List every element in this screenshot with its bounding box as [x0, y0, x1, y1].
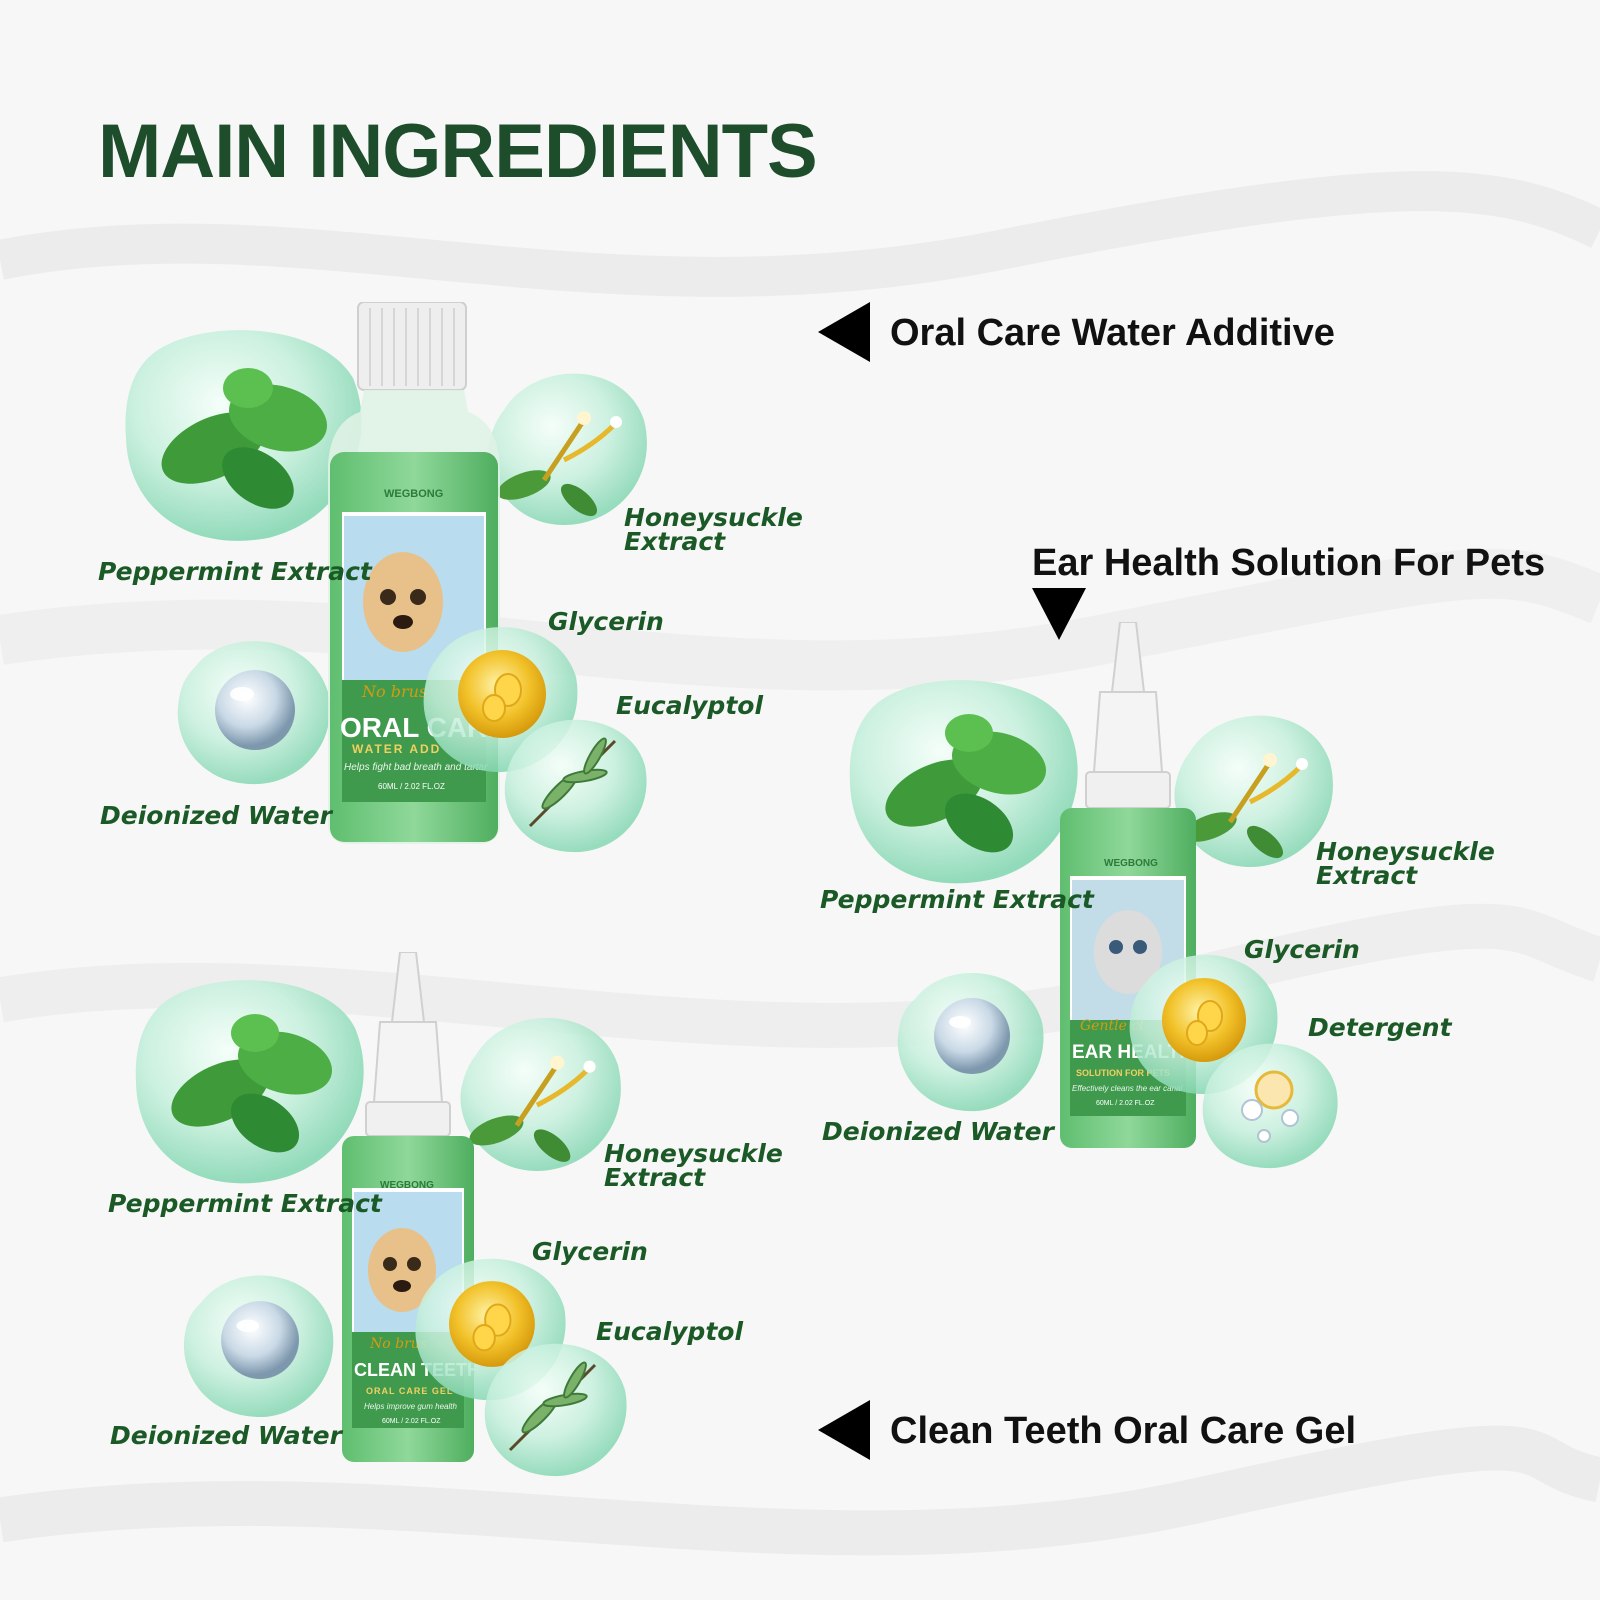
deionized-water-bubble	[897, 972, 1044, 1112]
bottle-slogan: No brus	[370, 1336, 427, 1352]
bottle-volume: 60ML / 2.02 FL.OZ	[378, 782, 445, 791]
product-label: Oral Care Water Additive	[890, 312, 1335, 354]
bottle-volume: 60ML / 2.02 FL.OZ	[1096, 1100, 1155, 1107]
water-droplet-icon	[934, 998, 1010, 1074]
bottle-volume: 60ML / 2.02 FL.OZ	[382, 1418, 441, 1425]
ingredient-deionized-water: Deionized Water	[110, 1421, 342, 1450]
ingredient-honeysuckle-extract: Extract	[624, 527, 726, 556]
ingredient-honeysuckle: Honeysuckle	[604, 1139, 783, 1168]
ingredient-deionized-water: Deionized Water	[100, 801, 332, 830]
honeysuckle-bubble	[1174, 715, 1333, 867]
peppermint-leaf-icon	[885, 714, 1047, 853]
ingredient-honeysuckle: Honeysuckle	[1316, 837, 1495, 866]
honeysuckle-flower-icon	[497, 411, 622, 517]
ingredient-detergent: Detergent	[1308, 1013, 1452, 1042]
eucalyptus-leaf-icon	[508, 1361, 597, 1452]
bottle-slogan: No brus	[362, 682, 428, 701]
ingredient-glycerin: Glycerin	[548, 607, 664, 636]
ingredient-peppermint: Peppermint Extract	[98, 557, 372, 586]
ingredient-honeysuckle-extract: Extract	[1316, 861, 1418, 890]
bottle-brand: WEGBONG	[380, 1180, 434, 1191]
eucalyptol-bubble	[484, 1343, 627, 1477]
deionized-water-bubble	[177, 641, 330, 785]
bottle-desc: Effectively cleans the ear canal	[1072, 1084, 1183, 1093]
bottle-slogan: Gentle cl	[1080, 1018, 1144, 1034]
ingredient-peppermint: Peppermint Extract	[820, 885, 1094, 914]
bottle-desc: Helps fight bad breath and tartar	[344, 762, 488, 773]
eucalyptus-leaf-icon	[528, 737, 617, 828]
ingredient-glycerin: Glycerin	[532, 1237, 648, 1266]
peppermint-leaf-icon	[161, 368, 328, 509]
arrow-left-icon	[818, 1400, 870, 1460]
peppermint-bubble	[135, 980, 364, 1184]
bottle-brand: WEGBONG	[1104, 858, 1158, 869]
ingredient-honeysuckle-extract: Extract	[604, 1163, 706, 1192]
bottle-sub: ORAL CARE GEL	[366, 1386, 454, 1396]
ingredient-glycerin: Glycerin	[1244, 935, 1360, 964]
ingredient-eucalyptol: Eucalyptol	[596, 1317, 744, 1346]
honeysuckle-flower-icon	[469, 1055, 596, 1162]
ingredient-eucalyptol: Eucalyptol	[616, 691, 764, 720]
bottle-sub: WATER ADD	[352, 742, 442, 756]
water-droplet-icon	[221, 1301, 299, 1379]
honeysuckle-flower-icon	[1183, 753, 1308, 859]
ingredient-honeysuckle: Honeysuckle	[624, 503, 803, 532]
page-title: MAIN INGREDIENTS	[98, 109, 818, 194]
detergent-bubble	[1202, 1043, 1338, 1169]
product-label: Ear Health Solution For Pets	[1032, 542, 1546, 584]
ingredient-peppermint: Peppermint Extract	[108, 1189, 382, 1218]
detergent-bubble-icon	[1241, 1070, 1299, 1143]
bottle-desc: Helps improve gum health	[364, 1402, 457, 1411]
deionized-water-bubble	[183, 1275, 334, 1418]
honeysuckle-bubble	[488, 373, 647, 525]
product-label: Clean Teeth Oral Care Gel	[890, 1410, 1357, 1452]
arrow-left-icon	[818, 302, 870, 362]
peppermint-leaf-icon	[171, 1014, 333, 1153]
honeysuckle-bubble	[460, 1017, 621, 1171]
bottle-brand: WEGBONG	[384, 488, 444, 500]
eucalyptol-bubble	[504, 719, 647, 853]
bottle-sub: SOLUTION FOR PETS	[1076, 1068, 1171, 1078]
peppermint-bubble	[849, 680, 1078, 884]
peppermint-bubble	[125, 330, 362, 541]
arrow-down-icon	[1032, 588, 1086, 640]
ingredient-deionized-water: Deionized Water	[822, 1117, 1054, 1146]
